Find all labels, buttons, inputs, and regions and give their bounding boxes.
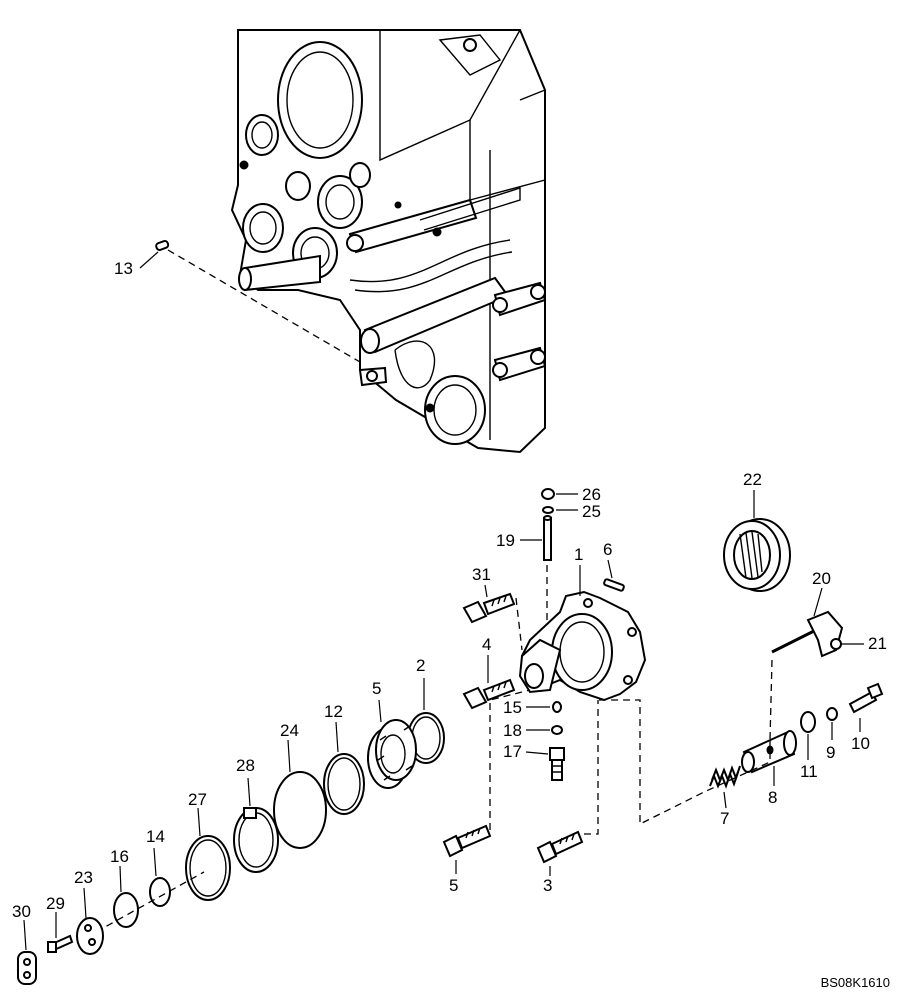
callout-3: 3 xyxy=(543,876,553,895)
callout-13: 13 xyxy=(114,259,133,278)
drawing-reference-code: BS08K1610 xyxy=(820,975,890,990)
part-8-shift-shaft xyxy=(741,730,797,786)
callout-27: 27 xyxy=(188,790,207,809)
part-2-ring xyxy=(407,678,445,764)
part-10-bolt xyxy=(848,682,884,732)
part-5-bearing xyxy=(367,699,417,789)
callout-19: 19 xyxy=(496,531,515,550)
part-11-ring xyxy=(800,711,816,760)
part-21-screw xyxy=(830,638,864,650)
part-13-dowel xyxy=(139,239,361,363)
part-14-ring xyxy=(149,847,171,907)
callout-12: 12 xyxy=(324,702,343,721)
part-5-bolt xyxy=(442,689,531,874)
callout-26: 26 xyxy=(582,485,601,504)
part-24-gasket xyxy=(273,739,327,849)
part-15-fitting xyxy=(526,701,562,713)
callout-18: 18 xyxy=(503,721,522,740)
part-22-gear-ring xyxy=(723,490,791,592)
callout-29: 29 xyxy=(46,894,65,913)
callout-31: 31 xyxy=(472,565,491,584)
part-1-bearing-housing xyxy=(518,565,647,702)
callout-22: 22 xyxy=(743,470,762,489)
callout-16: 16 xyxy=(110,847,129,866)
callout-21: 21 xyxy=(868,634,887,653)
callout-28: 28 xyxy=(236,756,255,775)
part-31-bolt xyxy=(462,584,523,651)
part-6-pin xyxy=(603,559,625,592)
callout-1: 1 xyxy=(574,545,584,564)
part-19-rod xyxy=(520,515,552,625)
part-18-seal xyxy=(526,725,563,735)
part-23-plate xyxy=(76,887,104,955)
part-16-ring xyxy=(113,865,139,928)
part-25-ring xyxy=(542,506,578,514)
part-3-bolt xyxy=(536,700,599,876)
callout-24: 24 xyxy=(280,721,299,740)
callout-9: 9 xyxy=(826,743,836,762)
part-12-snap-ring xyxy=(323,721,365,815)
part-28-snap-ring xyxy=(233,777,279,873)
callout-6: 6 xyxy=(603,540,613,559)
part-17-plug xyxy=(525,747,565,781)
callout-5-bolt: 5 xyxy=(449,876,459,895)
callout-8: 8 xyxy=(768,788,778,807)
callout-15: 15 xyxy=(503,698,522,717)
part-29-screw xyxy=(47,912,74,953)
callout-14: 14 xyxy=(146,827,165,846)
part-4-bolt xyxy=(462,655,516,710)
callout-2: 2 xyxy=(416,656,426,675)
transmission-housing xyxy=(230,29,547,454)
callout-20: 20 xyxy=(812,569,831,588)
part-7-spring xyxy=(594,699,771,826)
callout-5-bearing: 5 xyxy=(372,679,382,698)
callout-11: 11 xyxy=(800,762,818,781)
callout-10: 10 xyxy=(851,734,870,753)
callout-4: 4 xyxy=(482,635,492,654)
callout-30: 30 xyxy=(12,902,31,921)
callout-7: 7 xyxy=(720,809,730,828)
part-27-ring xyxy=(185,807,231,901)
part-30-tab xyxy=(17,919,37,985)
part-9-washer xyxy=(826,707,838,740)
part-26-nut xyxy=(541,488,578,500)
callout-17: 17 xyxy=(503,742,522,761)
callout-23: 23 xyxy=(74,868,93,887)
assembly-axis-line xyxy=(95,871,205,933)
callout-25: 25 xyxy=(582,502,601,521)
